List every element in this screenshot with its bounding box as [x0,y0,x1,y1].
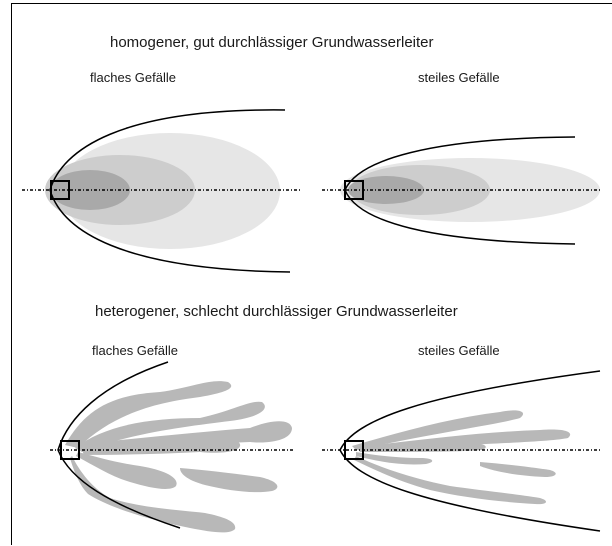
plume-finger-1 [65,381,232,448]
plume-finger-4 [356,452,433,465]
bottom-section-title: heterogener, schlecht durchlässiger Grun… [95,303,458,320]
source-well [344,180,364,200]
plume-finger-3 [358,443,486,452]
bottom-left-label: flaches Gefälle [92,343,178,358]
plume-finger-4 [82,438,241,455]
plume-finger-3 [80,421,292,452]
plume-finger-2 [75,401,265,452]
top-right-plume [322,136,600,245]
source-well [50,180,70,200]
top-left-plume [22,109,300,273]
plume-finger-1 [352,410,524,450]
plume-finger-6 [354,456,547,505]
diagram-frame [11,3,612,545]
plume-finger-6 [180,468,278,493]
top-right-label: steiles Gefälle [418,70,500,85]
bottom-left-plume [50,361,295,533]
plume-finger-5 [480,462,556,477]
source-well [60,440,80,460]
plume-finger-2 [356,429,571,450]
bottom-right-plume [322,370,601,532]
plume-finger-7 [70,456,236,533]
source-well [344,440,364,460]
top-section-title: homogener, gut durchlässiger Grundwasser… [110,34,434,51]
top-left-label: flaches Gefälle [90,70,176,85]
plume-finger-5 [76,452,177,489]
bottom-right-label: steiles Gefälle [418,343,500,358]
